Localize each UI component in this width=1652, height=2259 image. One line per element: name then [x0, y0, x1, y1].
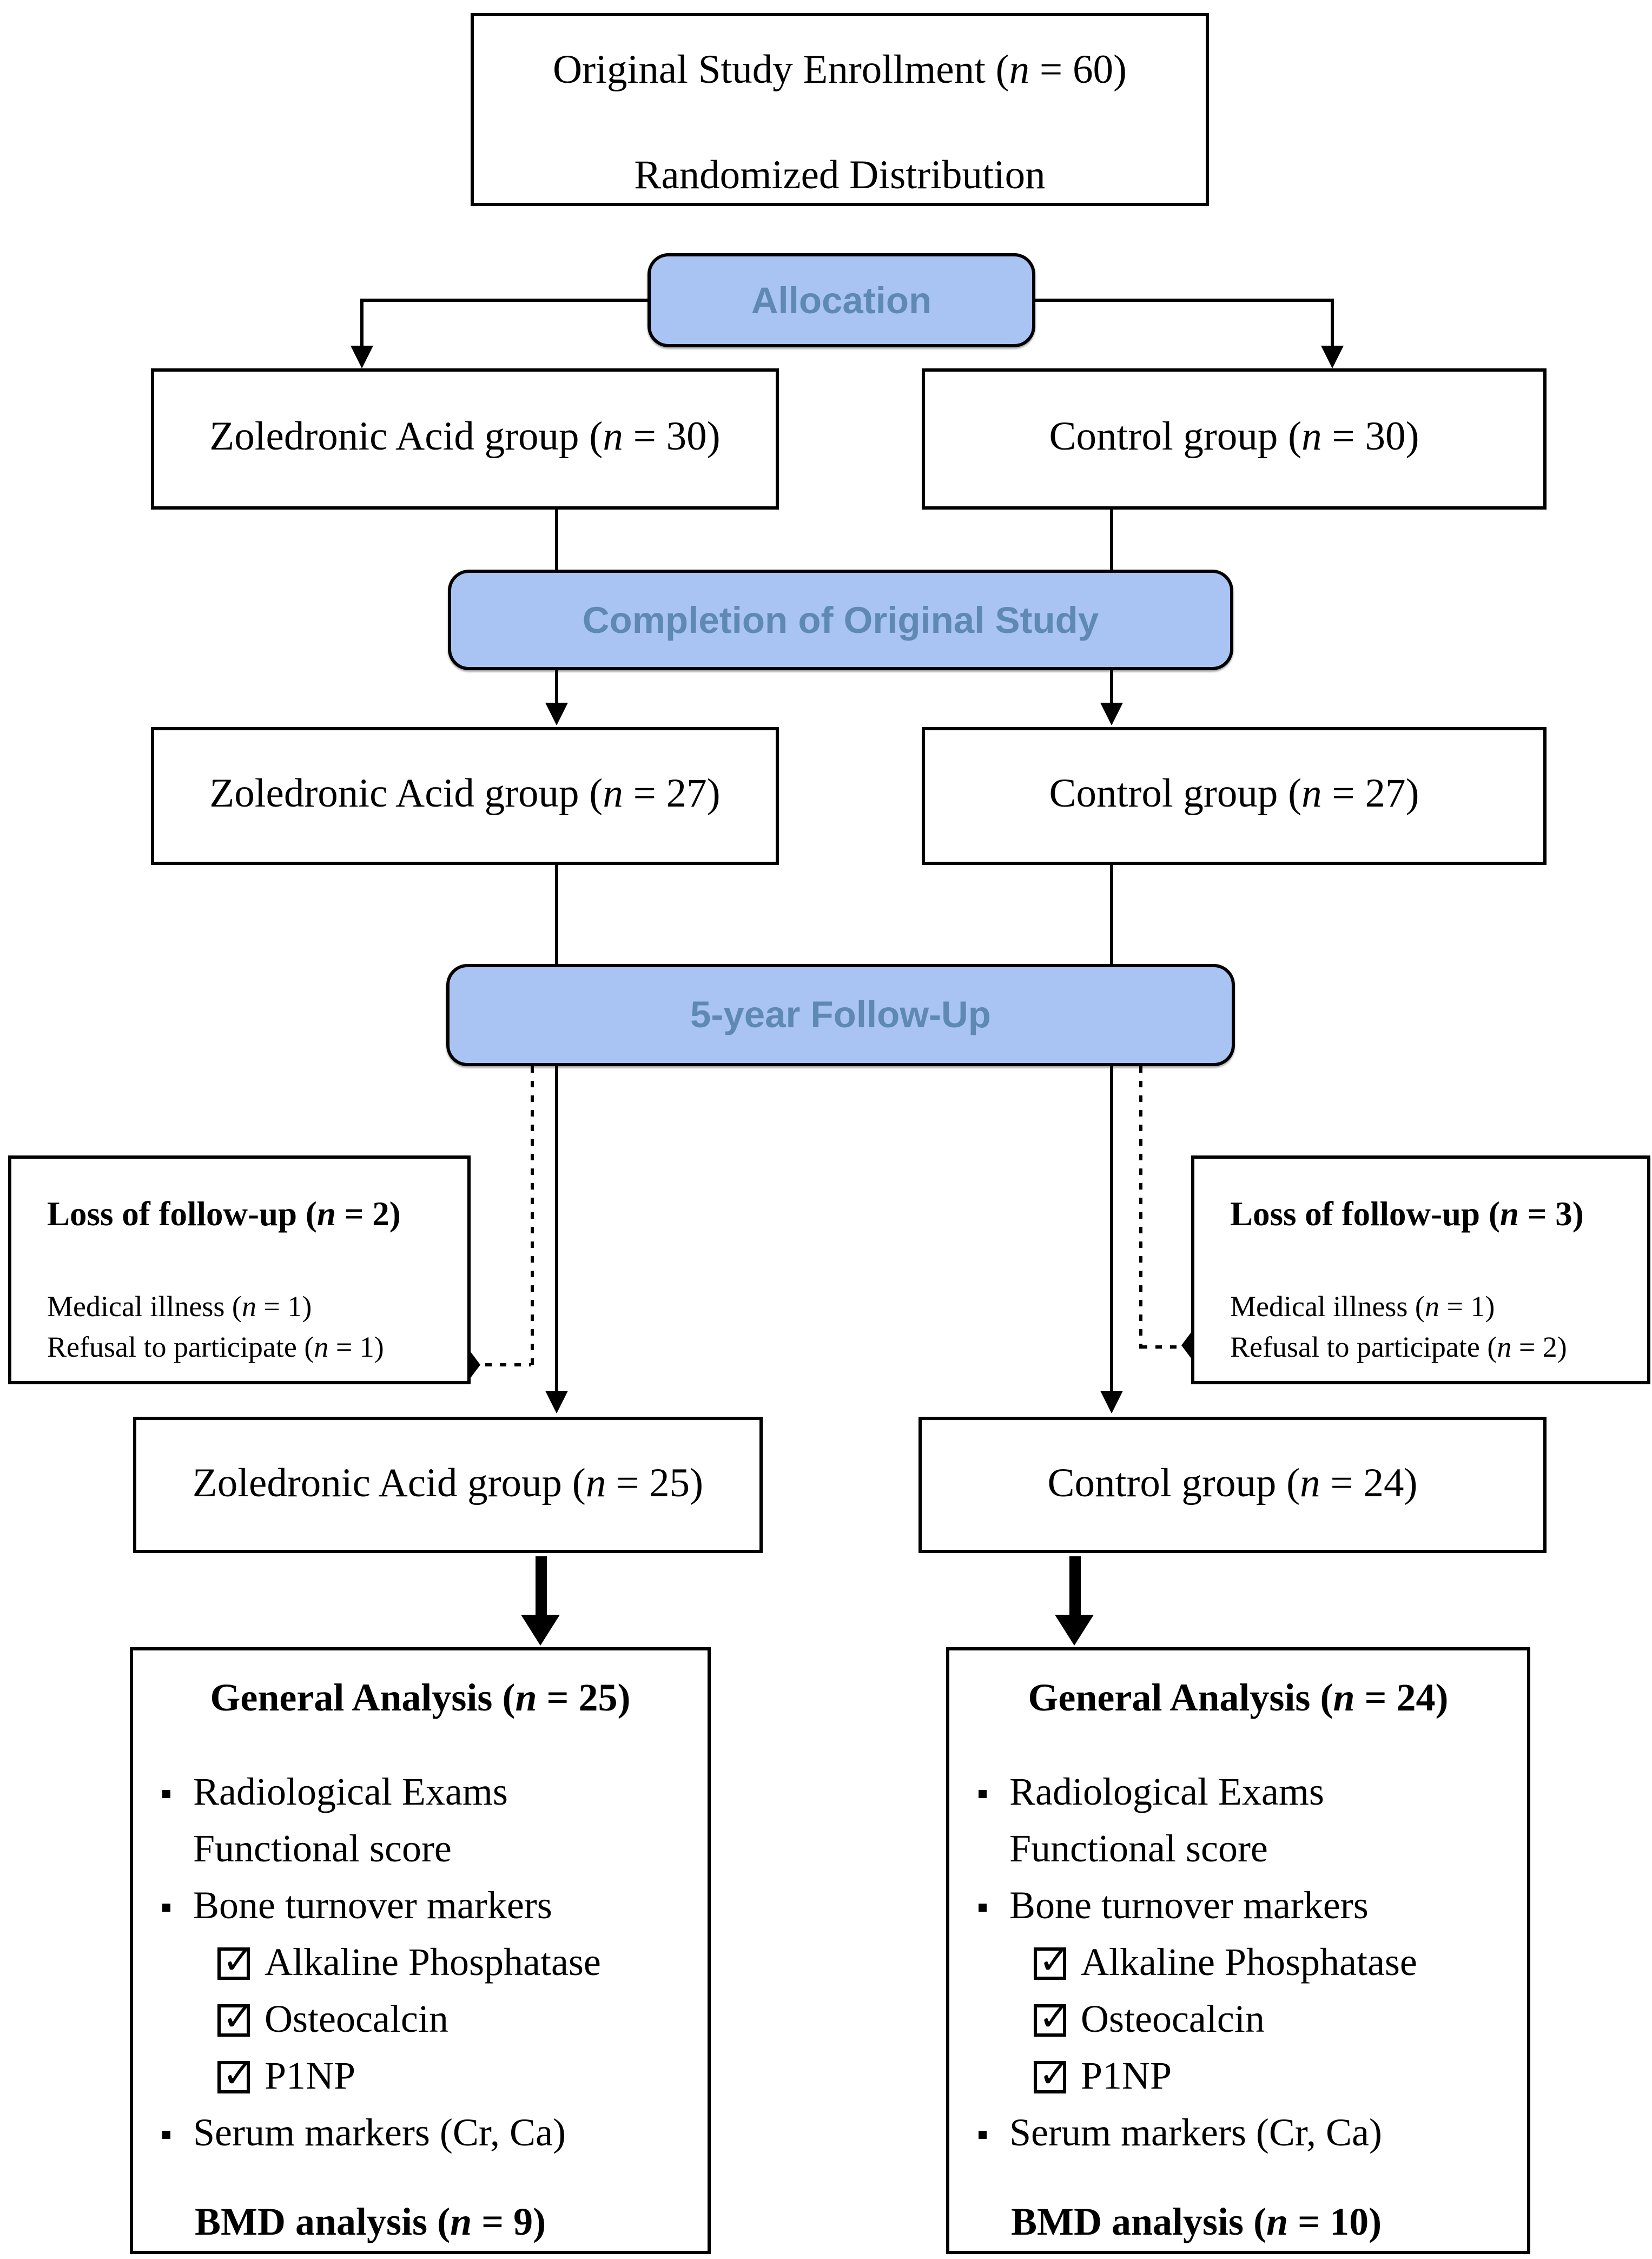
checkbox-checked-icon — [217, 1934, 254, 1991]
enrollment-line2: Randomized Distribution — [634, 154, 1046, 198]
loss-title: Loss of follow-up (n = 2) — [47, 1194, 401, 1233]
group-box-zoledronic-n25: Zoledronic Acid group (n = 25) — [133, 1417, 763, 1553]
bullet-icon — [979, 1904, 987, 1912]
analysis-item: Radiological Exams — [133, 1766, 708, 1822]
stage-followup-pill: 5-year Follow-Up — [446, 964, 1235, 1066]
group-box-control-n24: Control group (n = 24) — [918, 1417, 1547, 1553]
loss-reason: Medical illness (n = 1) — [1230, 1290, 1495, 1323]
connector-left-row2-row3 — [555, 865, 558, 1391]
analysis-item: P1NP — [133, 2048, 708, 2106]
thick-arrow-down-icon — [1055, 1615, 1094, 1646]
analysis-item: Osteocalcin — [133, 1991, 708, 2050]
checkbox-checked-icon — [217, 1991, 254, 2048]
arrow-down-icon — [545, 703, 568, 725]
analysis-title: General Analysis (n = 24) — [1028, 1678, 1449, 1720]
bullet-icon — [979, 2131, 987, 2139]
analysis-item: Serum markers (Cr, Ca) — [949, 2106, 1527, 2163]
analysis-item: Functional score — [1009, 1829, 1268, 1871]
group-box-control-n30: Control group (n = 30) — [922, 368, 1547, 510]
connector-dotted-right-horizontal — [1141, 1345, 1191, 1349]
stage-followup-label: 5-year Follow-Up — [690, 993, 991, 1035]
checkbox-checked-icon — [1034, 1934, 1070, 1991]
bmd-analysis-line: BMD analysis (n = 9) — [195, 2202, 546, 2244]
enrollment-line1: Original Study Enrollment (n = 60) — [553, 49, 1127, 93]
arrow-down-icon — [545, 1391, 568, 1413]
checkbox-checked-icon — [217, 2048, 254, 2105]
analysis-item: Alkaline Phosphatase — [949, 1934, 1527, 1993]
stage-completion-pill: Completion of Original Study — [448, 570, 1233, 670]
analysis-item: Bone turnover markers — [949, 1879, 1527, 1936]
arrow-down-icon — [351, 346, 373, 368]
loss-reason: Refusal to participate (n = 2) — [1230, 1331, 1567, 1363]
bullet-icon — [162, 1904, 170, 1912]
arrow-down-icon — [1100, 1391, 1123, 1413]
thick-arrow-left-shaft — [536, 1556, 547, 1618]
enrollment-box: Original Study Enrollment (n = 60) Rando… — [471, 13, 1209, 206]
bullet-icon — [162, 2131, 170, 2139]
analysis-item: Osteocalcin — [949, 1991, 1527, 2050]
analysis-box-left: General Analysis (n = 25) Radiological E… — [130, 1647, 711, 2254]
connector-allocation-left-vertical — [360, 299, 364, 347]
analysis-item: Functional score — [193, 1829, 452, 1871]
thick-arrow-right-shaft — [1069, 1556, 1081, 1618]
group-box-zoledronic-n27: Zoledronic Acid group (n = 27) — [151, 727, 779, 865]
connector-dotted-left-horizontal — [471, 1363, 531, 1366]
bullet-icon — [979, 1790, 987, 1798]
analysis-item: P1NP — [949, 2048, 1527, 2106]
stage-completion-label: Completion of Original Study — [582, 598, 1099, 640]
connector-allocation-right-vertical — [1331, 299, 1334, 347]
checkbox-checked-icon — [1034, 1991, 1070, 2048]
analysis-item: Bone turnover markers — [133, 1879, 708, 1936]
analysis-item: Radiological Exams — [949, 1766, 1527, 1822]
checkbox-checked-icon — [1034, 2048, 1070, 2105]
analysis-item: Alkaline Phosphatase — [133, 1934, 708, 1993]
analysis-title: General Analysis (n = 25) — [210, 1678, 631, 1720]
connector-allocation-left-horizontal — [360, 299, 654, 302]
thick-arrow-down-icon — [521, 1615, 560, 1646]
arrow-down-icon — [1100, 703, 1123, 725]
bmd-analysis-line: BMD analysis (n = 10) — [1011, 2202, 1382, 2244]
connector-dotted-right-vertical — [1139, 1066, 1142, 1349]
stage-allocation-pill: Allocation — [647, 253, 1035, 347]
loss-box-left: Loss of follow-up (n = 2) Medical illnes… — [8, 1155, 471, 1384]
analysis-box-right: General Analysis (n = 24) Radiological E… — [946, 1647, 1530, 2254]
group-box-control-n27: Control group (n = 27) — [922, 727, 1547, 865]
group-box-zoledronic-n30: Zoledronic Acid group (n = 30) — [151, 368, 779, 510]
loss-title: Loss of follow-up (n = 3) — [1230, 1194, 1584, 1233]
connector-right-row2-row3 — [1110, 865, 1113, 1391]
connector-allocation-right-horizontal — [1029, 299, 1334, 302]
connector-dotted-left-vertical — [531, 1066, 534, 1365]
loss-reason: Medical illness (n = 1) — [47, 1290, 312, 1323]
stage-allocation-label: Allocation — [751, 278, 932, 321]
loss-reason: Refusal to participate (n = 1) — [47, 1331, 384, 1363]
bullet-icon — [162, 1790, 170, 1798]
arrow-down-icon — [1321, 346, 1344, 368]
analysis-item: Serum markers (Cr, Ca) — [133, 2106, 708, 2163]
loss-box-right: Loss of follow-up (n = 3) Medical illnes… — [1191, 1155, 1650, 1384]
